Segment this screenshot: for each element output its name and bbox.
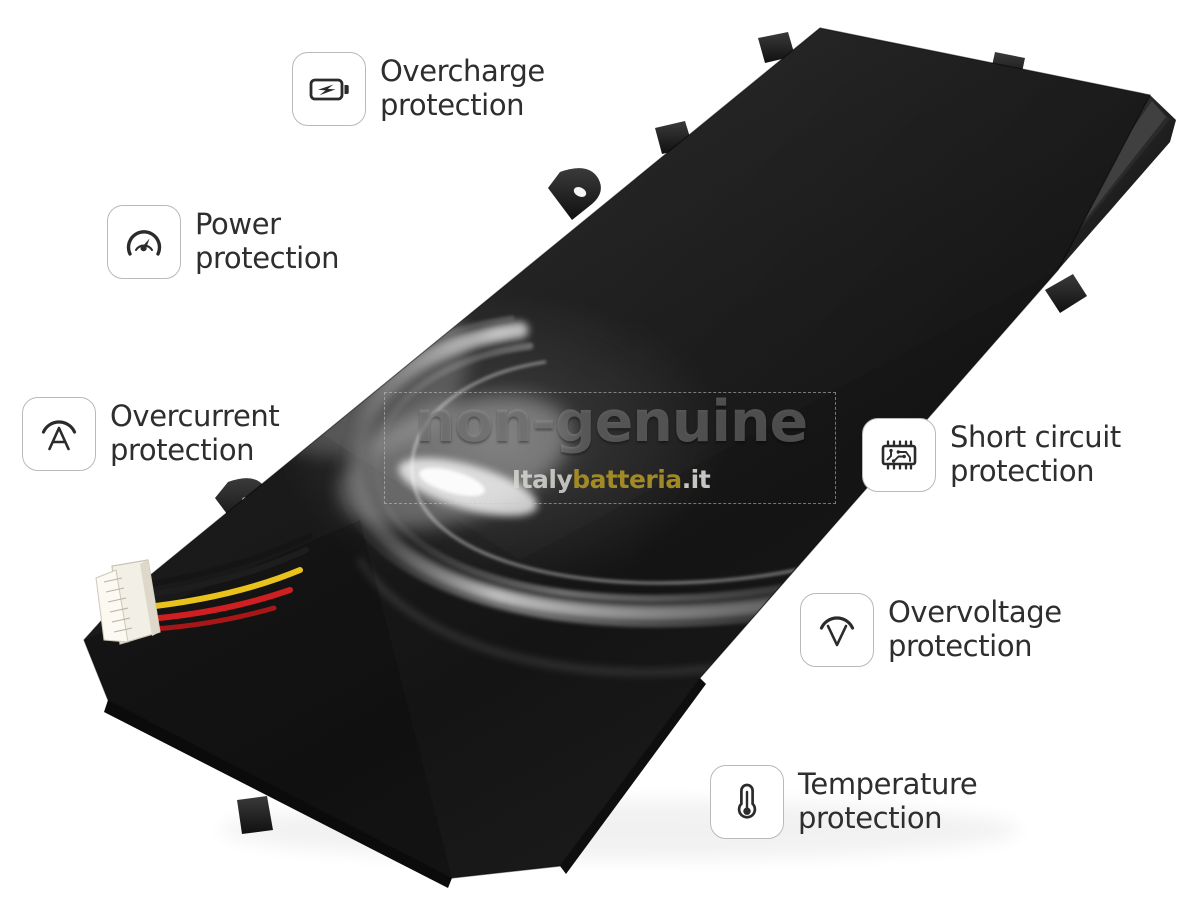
watermark-brand-tld: .it — [681, 465, 711, 494]
watermark-main-text: non-genuine — [414, 389, 808, 455]
feature-overcurrent-protection: Overcurrent protection — [22, 397, 280, 471]
feature-temperature-protection: Temperature protection — [710, 765, 978, 839]
watermark-overlay: non-genuine Italybatteria.it — [384, 389, 837, 504]
battery-connector — [95, 533, 313, 645]
battery-charging-icon — [309, 78, 349, 101]
icon-box-shortcircuit — [862, 418, 936, 492]
feature-short-circuit-protection: Short circuit protection — [862, 418, 1121, 492]
microchip-icon — [881, 440, 917, 470]
feature-label-overcurrent: Overcurrent protection — [110, 399, 280, 467]
feature-overcharge-protection: Overcharge protection — [292, 52, 545, 126]
icon-box-overvoltage — [800, 593, 874, 667]
feature-label-temperature: Temperature protection — [798, 767, 978, 835]
volt-arc-icon — [819, 616, 855, 647]
feature-label-overvoltage: Overvoltage protection — [888, 595, 1062, 663]
battery-side-rail — [1030, 95, 1176, 270]
feature-power-protection: Power protection — [107, 205, 340, 279]
feature-label-power: Power protection — [195, 207, 340, 275]
feature-overvoltage-protection: Overvoltage protection — [800, 593, 1062, 667]
thermometer-icon — [737, 783, 757, 819]
gauge-icon — [126, 230, 162, 256]
icon-box-overcharge — [292, 52, 366, 126]
watermark-brand-italy: Italy — [511, 465, 573, 494]
feature-label-shortcircuit: Short circuit protection — [950, 420, 1121, 488]
feature-label-overcharge: Overcharge protection — [380, 54, 545, 122]
icon-box-power — [107, 205, 181, 279]
icon-box-temperature — [710, 765, 784, 839]
watermark-brand-batteria: batteria — [572, 465, 682, 494]
ampere-arc-icon — [41, 420, 77, 451]
watermark-brand: Italybatteria.it — [385, 465, 837, 494]
icon-box-overcurrent — [22, 397, 96, 471]
